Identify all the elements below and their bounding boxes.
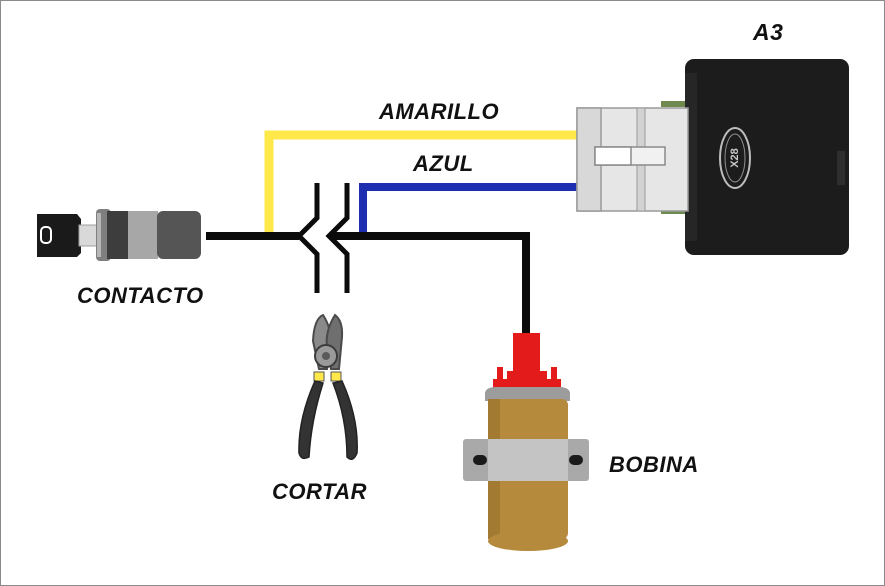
blue-wire-label: AZUL [413,151,474,176]
alarm-module-icon: X28 [576,59,849,255]
device-label: A3 [753,19,784,45]
coil-label: BOBINA [609,452,699,477]
ignition-key-icon [37,209,201,261]
device-logo-text: X28 [729,148,741,168]
cut-marks [295,183,350,293]
yellow-wire [264,130,579,232]
ignition-coil-icon [463,333,589,551]
wire-cutter-icon [298,313,358,460]
black-wire-coil-side [331,232,530,335]
yellow-wire-label: AMARILLO [379,99,500,124]
cut-label: CORTAR [272,479,368,504]
ignition-label: CONTACTO [77,283,204,308]
blue-wire [359,183,579,232]
